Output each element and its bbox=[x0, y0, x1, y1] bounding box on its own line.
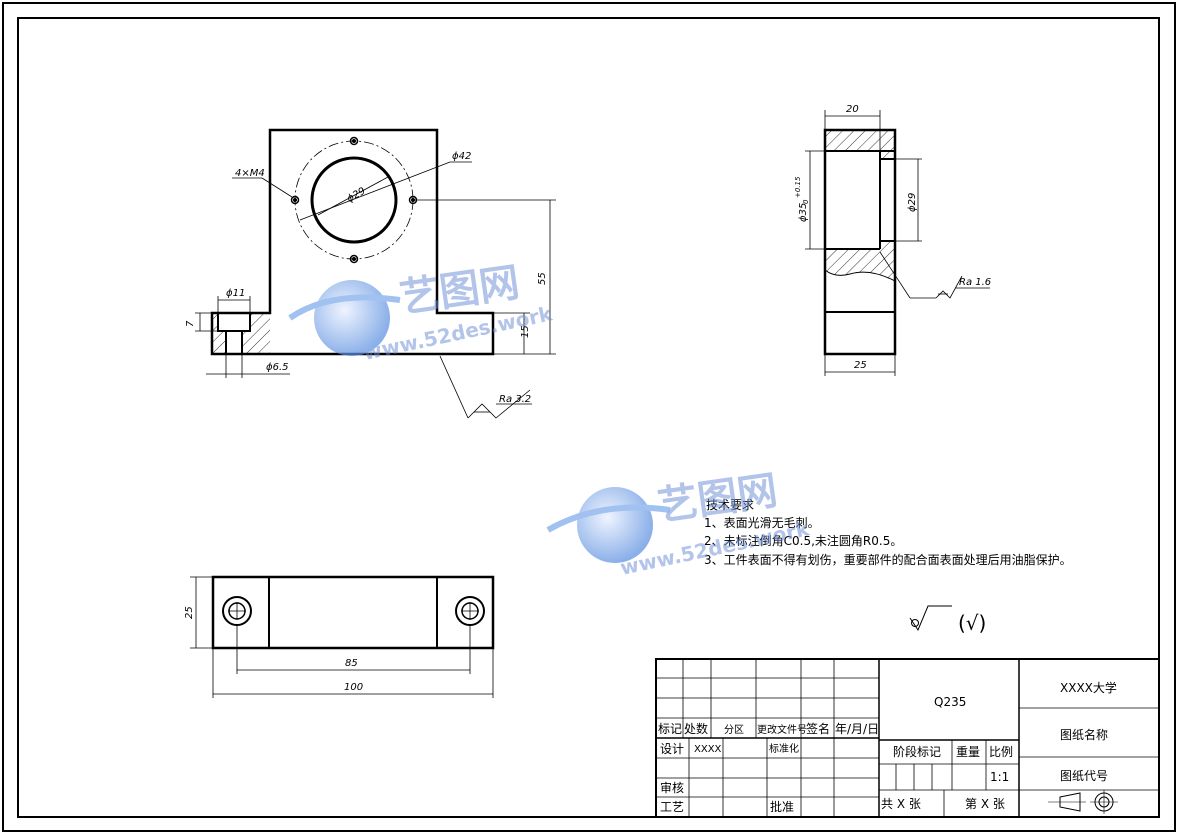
tb-date: 年/月/日 bbox=[835, 722, 879, 736]
counterbore-hatch bbox=[242, 313, 270, 354]
dim-height-15: 15 bbox=[520, 325, 531, 338]
title-block-text: Q235 XXXX大学 图纸名称 图纸代号 标记 处数 分区 更改文件号 签名 … bbox=[658, 680, 1117, 814]
tb-designer: XXXX bbox=[694, 744, 722, 755]
side-view: 20 ϕ35 +0.15 0 ϕ29 Ra 1.6 25 bbox=[794, 104, 991, 376]
tech-req-line-1: 1、表面光滑无毛刺。 bbox=[704, 516, 820, 530]
tb-standard: 标准化 bbox=[769, 742, 799, 755]
dim-tol-lower: 0 bbox=[802, 199, 810, 204]
drawing-name: 图纸名称 bbox=[1060, 727, 1108, 742]
tb-approve: 批准 bbox=[770, 799, 794, 814]
tech-req-title: 技术要求 bbox=[706, 498, 754, 512]
tb-mark: 标记 bbox=[658, 722, 682, 736]
dim-counterbore-depth: 7 bbox=[185, 320, 196, 327]
tb-total-sheets: 共 X 张 bbox=[881, 797, 921, 811]
top-view-outline bbox=[211, 575, 495, 650]
inner-border bbox=[17, 17, 1160, 818]
general-roughness-text: (√) bbox=[958, 611, 986, 635]
dim-width-20: 20 bbox=[846, 104, 859, 115]
dim-through-hole: ϕ6.5 bbox=[266, 362, 289, 373]
dim-tol-upper: +0.15 bbox=[794, 176, 802, 198]
top-view: 85 100 25 bbox=[184, 575, 495, 698]
tb-count: 处数 bbox=[684, 721, 708, 736]
tb-stage-mark: 阶段标记 bbox=[893, 744, 941, 759]
tb-process: 工艺 bbox=[660, 800, 684, 814]
dim-side-bore: ϕ29 bbox=[907, 193, 918, 212]
roughness-ra16: Ra 1.6 bbox=[959, 277, 991, 288]
dim-length-100: 100 bbox=[344, 682, 363, 693]
dim-outer-dia: ϕ35 bbox=[798, 203, 809, 222]
tb-sign: 签名 bbox=[806, 721, 830, 736]
bore-circle bbox=[310, 156, 398, 244]
school-name: XXXX大学 bbox=[1060, 680, 1117, 695]
dim-counterbore-dia: ϕ11 bbox=[226, 288, 245, 299]
roughness-ra32: Ra 3.2 bbox=[499, 394, 531, 405]
tb-zone: 分区 bbox=[724, 724, 744, 736]
dim-hole-spacing: 85 bbox=[345, 658, 358, 669]
dim-width-25: 25 bbox=[184, 606, 195, 619]
tech-req-line-3: 3、工件表面不得有划伤，重要部件的配合面表面处理后用油脂保护。 bbox=[704, 552, 1072, 567]
technical-requirements: 技术要求 1、表面光滑无毛刺。 2、未标注倒角C0.5,未注圆角R0.5。 3、… bbox=[704, 498, 1072, 567]
dim-depth-25: 25 bbox=[854, 360, 867, 371]
watermark-1: 艺图网 www.52des.work bbox=[288, 260, 555, 365]
dim-height-55: 55 bbox=[537, 272, 548, 285]
label-bolt-circle-dia: ϕ42 bbox=[452, 151, 471, 162]
drawing-code: 图纸代号 bbox=[1060, 769, 1108, 783]
label-4xm4: 4×M4 bbox=[235, 168, 265, 179]
tb-scale-label: 比例 bbox=[989, 745, 1013, 759]
m4-holes bbox=[290, 136, 418, 264]
tb-weight: 重量 bbox=[956, 745, 980, 759]
tb-change-doc: 更改文件号 bbox=[757, 723, 807, 736]
title-block bbox=[655, 658, 1160, 818]
general-roughness-symbol: (√) bbox=[909, 605, 986, 635]
tb-design: 设计 bbox=[660, 742, 684, 756]
projection-symbol-icon bbox=[1048, 790, 1118, 814]
tb-sheet-no: 第 X 张 bbox=[965, 797, 1005, 811]
tb-scale-value: 1:1 bbox=[990, 770, 1009, 784]
tb-review: 审核 bbox=[660, 780, 684, 795]
tech-req-line-2: 2、未标注倒角C0.5,未注圆角R0.5。 bbox=[704, 533, 902, 548]
material: Q235 bbox=[934, 695, 966, 709]
